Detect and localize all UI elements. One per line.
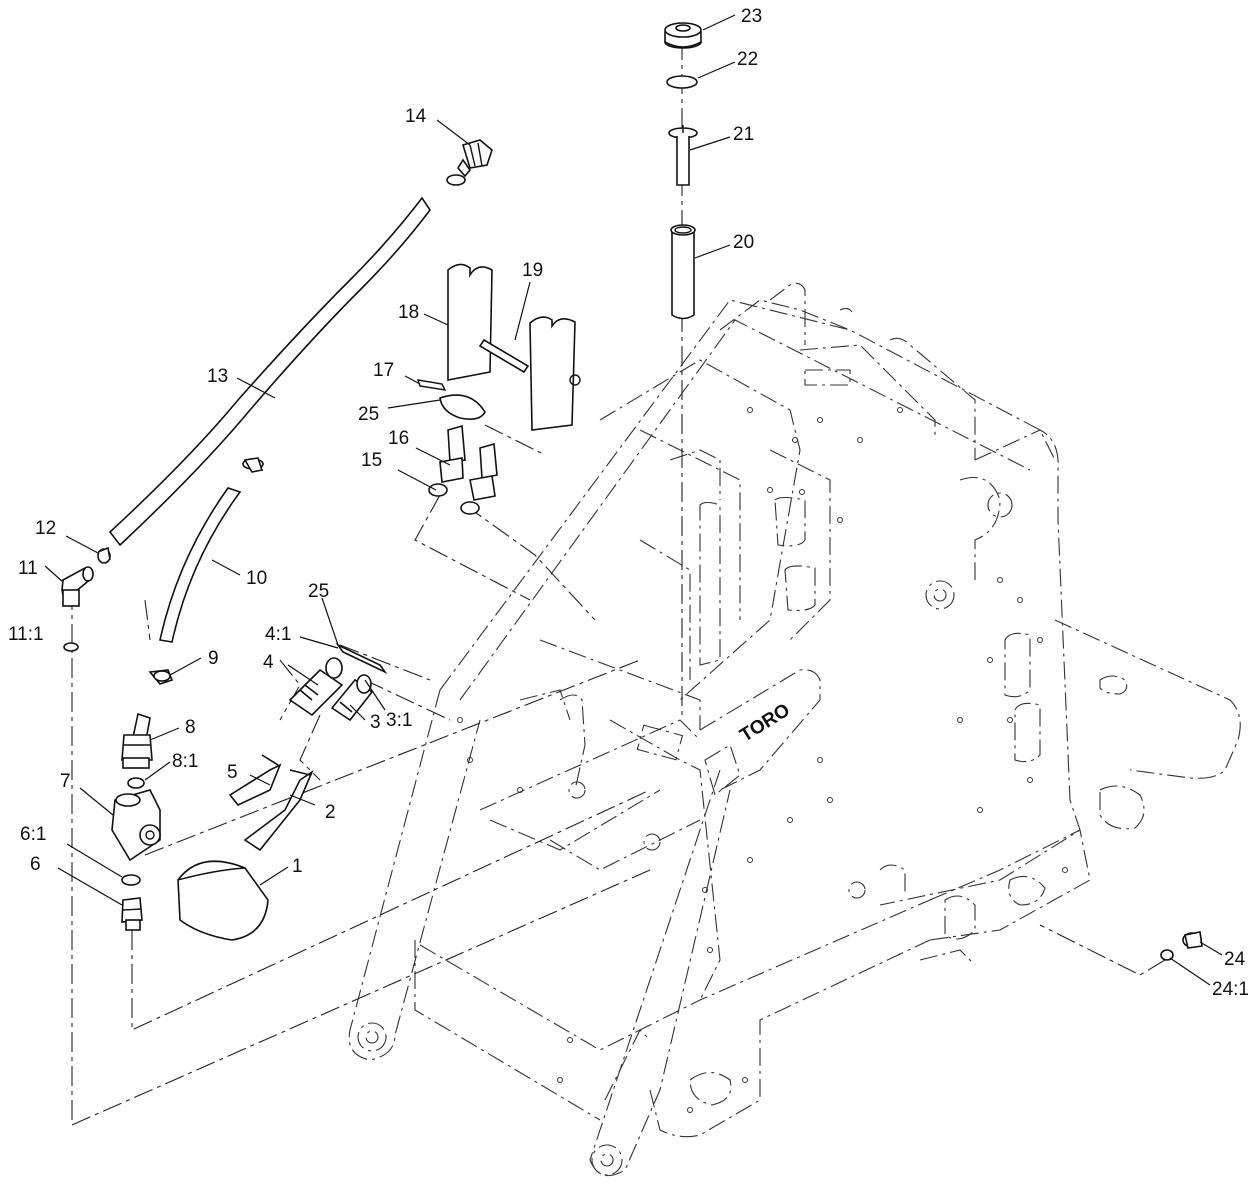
frame-holes [457,407,1068,1113]
part-6-1-o-ring [121,874,141,886]
part-19-pin [478,338,530,374]
callout-2: 2 [325,802,336,823]
part-21-dipstick [668,125,698,186]
callout-12: 12 [35,518,56,539]
part-10-hose [159,487,242,643]
part-16-quick-coupler [439,424,498,501]
part-24-1-o-ring [1160,949,1174,961]
callout-25-lower: 25 [308,581,329,602]
callout-16: 16 [388,428,409,449]
part-24-plug [1182,931,1203,949]
callout-11: 11 [18,558,38,579]
part-14-breather [446,139,493,186]
callout-labels: 23 22 21 20 14 13 12 11 11:1 10 9 8 8:1 … [8,6,1249,1000]
part-12-hose-clamp [97,546,111,564]
callout-24-1: 24:1 [1212,979,1249,1000]
part-8-hose-fitting [121,712,153,769]
part-15-fitting [428,483,480,515]
callout-7: 7 [60,771,71,792]
part-5-bracket [228,754,282,806]
callout-6: 6 [30,854,41,875]
part-7-filter-head [111,789,161,862]
callout-4: 4 [263,652,274,673]
callout-8: 8 [185,717,196,738]
leader-lines [44,14,1223,986]
callout-1: 1 [292,856,303,877]
part-18-hose-holder [447,263,581,431]
callout-25-upper: 25 [358,404,379,425]
part-3-coupler [330,674,374,722]
callout-5: 5 [227,762,238,783]
part-22-o-ring [666,75,698,89]
part-13-hose [108,196,431,547]
callout-4-1: 4:1 [265,624,291,645]
callout-24: 24 [1224,949,1246,970]
callout-6-1: 6:1 [20,824,46,845]
callout-3: 3 [370,712,381,733]
part-10-clamp [242,457,264,473]
part-11-elbow-fitting [61,566,94,607]
callout-21: 21 [733,124,754,145]
part-17-hair-pin [416,379,447,391]
callout-9: 9 [208,648,219,669]
callout-20: 20 [733,232,754,253]
callout-3-1: 3:1 [386,710,412,731]
callout-8-1: 8:1 [172,751,198,772]
callout-22: 22 [737,49,758,70]
part-6-fitting [121,897,143,931]
callout-10: 10 [246,568,267,589]
part-20-filler-tube [670,224,696,320]
callout-19: 19 [522,260,543,281]
part-1-oil-filter [177,860,269,941]
part-2-bracket [243,769,314,852]
callout-13: 13 [207,366,228,387]
part-25-upper-strap [439,394,486,420]
callout-23: 23 [741,6,762,27]
callout-18: 18 [398,302,419,323]
part-11-1-o-ring [63,642,79,652]
part-9-hose-clamp [148,669,174,685]
part-8-1-o-ring [127,777,145,789]
callout-14: 14 [405,106,427,127]
brand-badge-text: TORO [736,700,793,747]
part-4-1-pin [335,642,388,675]
callout-11-1: 11:1 [8,624,44,645]
part-23-fill-cap [664,22,702,49]
callout-17: 17 [373,360,394,381]
callout-15: 15 [361,450,382,471]
phantom-machine-frame: TORO [348,282,1241,1177]
